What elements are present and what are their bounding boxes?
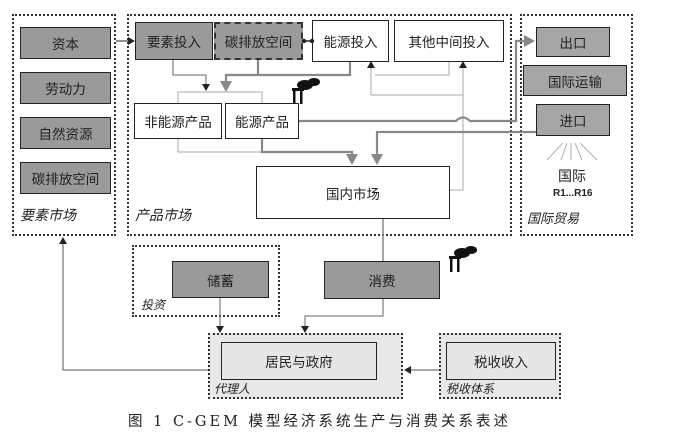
other-intermediate-input-box: 其他中间投入 xyxy=(394,20,504,62)
factor-input-down-arrow xyxy=(172,60,210,91)
investment-label: 投资 xyxy=(141,298,166,312)
factor-market-label: 要素市场 xyxy=(20,208,76,224)
import-to-domestic-arrow xyxy=(371,130,536,165)
export-box: 出口 xyxy=(536,27,610,57)
investment-group xyxy=(132,245,280,317)
factor-market-group xyxy=(12,14,116,236)
product-market-label: 产品市场 xyxy=(135,208,191,224)
product-market-group xyxy=(127,14,512,236)
emission-consumption-icon xyxy=(449,246,477,272)
agents-to-factor-arrow xyxy=(59,237,208,371)
international-label: 国际 xyxy=(558,169,586,185)
carbon-space-box: 碳排放空间 xyxy=(214,22,303,60)
factor-input-box: 要素投入 xyxy=(135,22,213,60)
international-trade-label: 国际贸易 xyxy=(527,212,580,227)
international-fan-arrows xyxy=(546,142,598,161)
tax-revenue-box: 税收收入 xyxy=(446,342,556,380)
energy-products-box: 能源产品 xyxy=(225,103,299,139)
households-government-box: 居民与政府 xyxy=(221,342,377,380)
consumption-box: 消费 xyxy=(324,261,440,299)
international-trade-group xyxy=(520,14,633,236)
natural-resources-box: 自然资源 xyxy=(20,117,111,149)
labor-box: 劳动力 xyxy=(20,72,111,104)
agents-label: 代理人 xyxy=(214,382,251,396)
tax-system-label: 税收体系 xyxy=(446,382,495,396)
import-box: 进口 xyxy=(536,104,610,136)
domestic-market-box: 国内市场 xyxy=(256,166,450,219)
emission-factory-icon xyxy=(292,78,320,104)
energy-products-to-export-arrow xyxy=(299,35,535,123)
figure-caption: 图 1 C-GEM 模型经济系统生产与消费关系表述 xyxy=(128,414,512,430)
international-transport-box: 国际运输 xyxy=(523,65,627,96)
capital-box: 资本 xyxy=(20,27,111,59)
products-to-domestic-arrow xyxy=(260,139,358,165)
savings-box: 储蓄 xyxy=(172,261,269,298)
energy-input-down-arrow xyxy=(256,60,352,77)
consumption-to-agents-arrow xyxy=(301,299,384,333)
regions-label: R1...R16 xyxy=(553,188,593,199)
carbon-energy-link xyxy=(301,38,315,44)
carbon-space-factor-box: 碳排放空间 xyxy=(20,162,111,194)
non-energy-products-box: 非能源产品 xyxy=(134,103,222,139)
